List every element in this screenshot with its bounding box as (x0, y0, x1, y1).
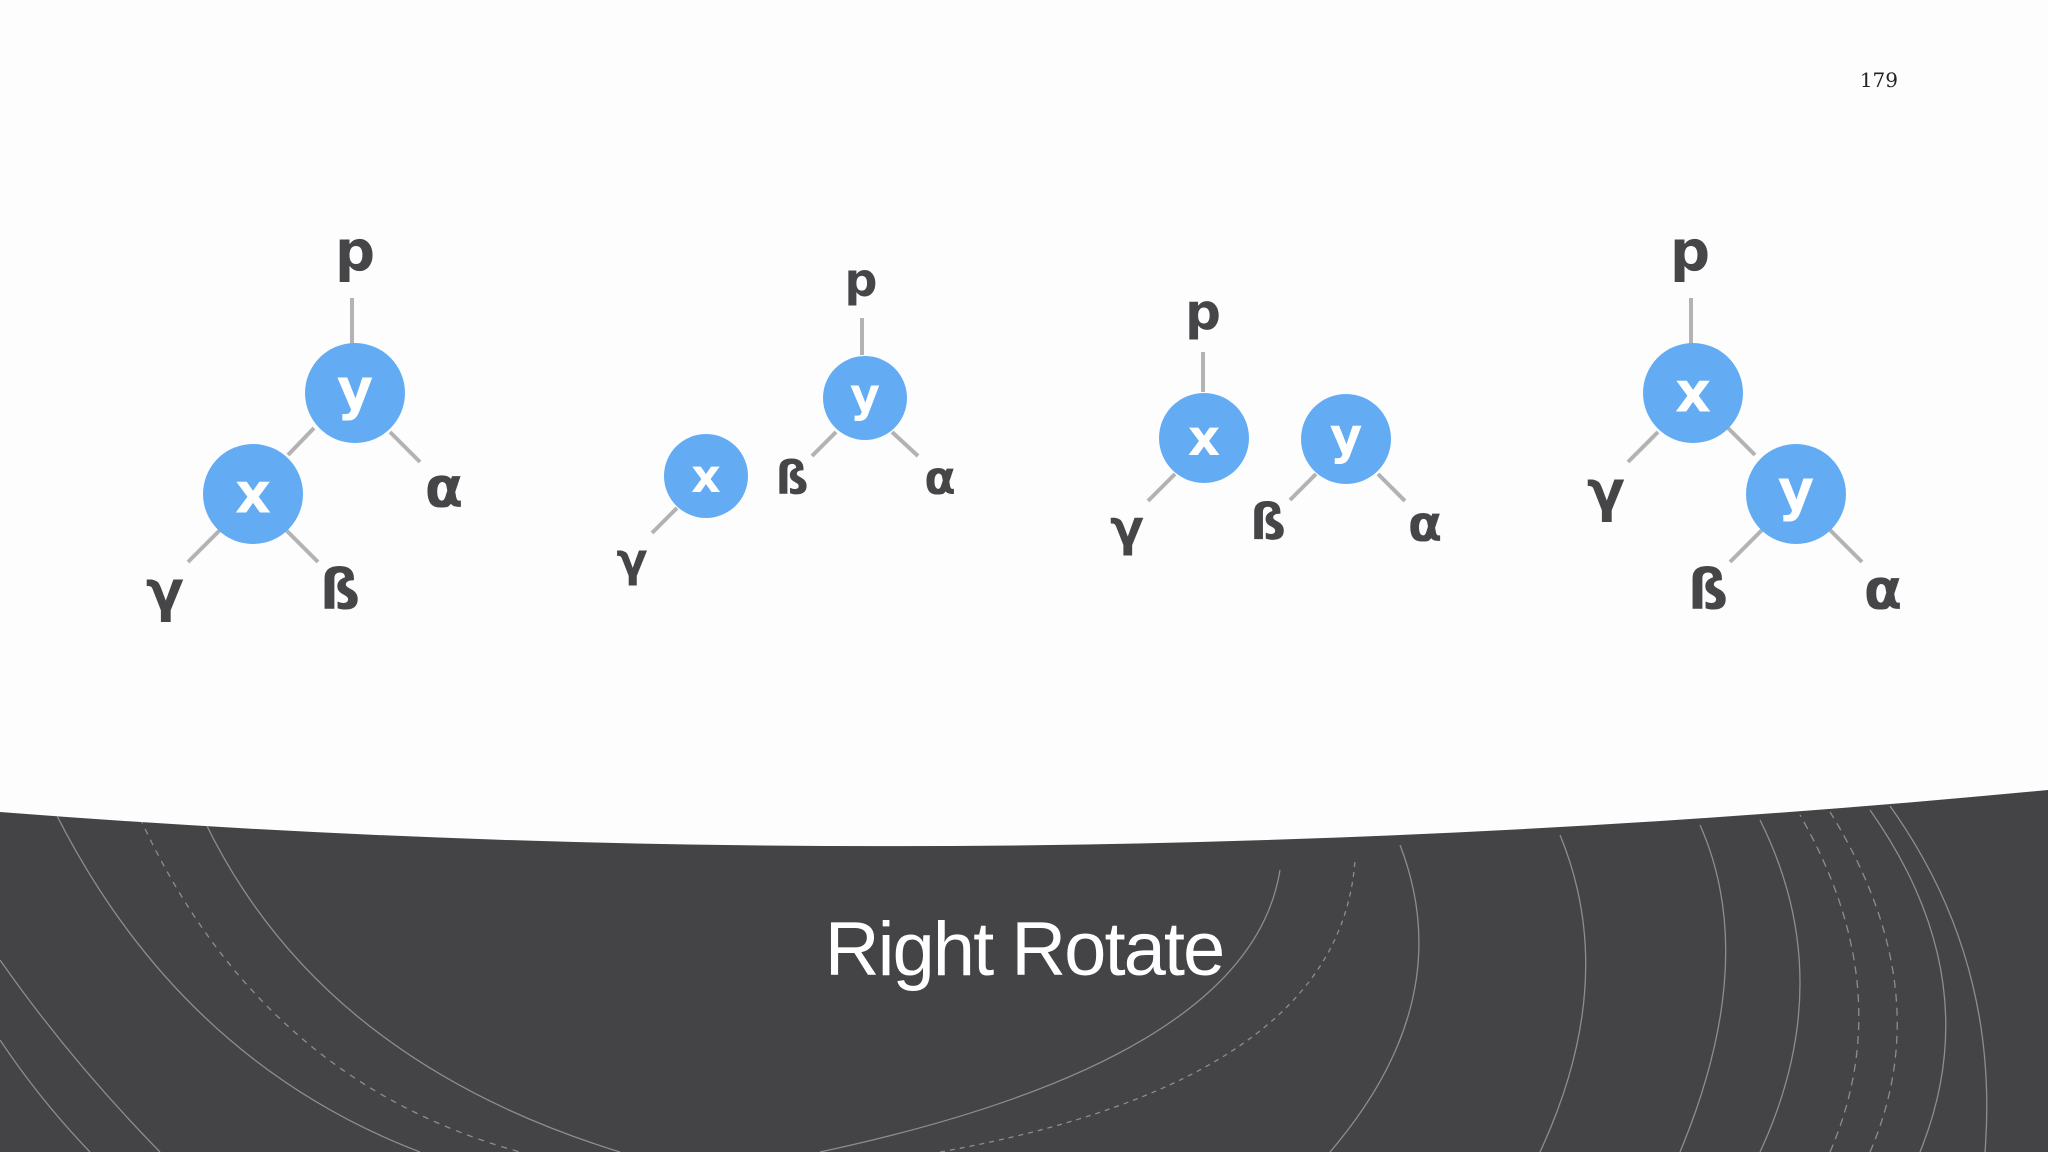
page-number: 179 (1859, 68, 1898, 92)
node-label: y (337, 358, 374, 423)
tree-node (1301, 394, 1391, 484)
edge (650, 506, 679, 535)
node-label: y (1330, 407, 1363, 465)
tree-step-detach: y x p ß α γ (616, 253, 955, 587)
slide-title: Right Rotate (824, 907, 1225, 992)
tree-node (203, 444, 303, 544)
variable-label: p (845, 253, 878, 307)
variable-label: p (1670, 220, 1710, 285)
tree-before-rotation: y x p α γ ß (146, 220, 463, 625)
variable-label: p (1185, 283, 1221, 341)
node-label: y (850, 368, 880, 422)
variable-label: α (1408, 495, 1442, 553)
edge (1288, 472, 1318, 502)
title-band-background (0, 790, 2048, 1152)
variable-label: γ (616, 533, 647, 587)
edge (388, 430, 422, 464)
edge (1146, 472, 1177, 503)
edge (1626, 430, 1660, 464)
variable-label: α (924, 451, 956, 505)
variable-label: α (425, 456, 463, 521)
variable-label: ß (1688, 558, 1728, 623)
edge (1726, 426, 1757, 457)
edge (186, 528, 222, 564)
edge (890, 430, 920, 458)
node-label: y (1778, 459, 1815, 524)
tree-node (305, 343, 405, 443)
tree-node (1159, 393, 1249, 483)
tree-step-reattach: x y p γ ß α (1110, 283, 1442, 557)
variable-label: γ (1110, 499, 1144, 557)
edge (1828, 528, 1864, 564)
tree-node (1643, 343, 1743, 443)
tree-after-rotation: x y p γ ß α (1587, 220, 1902, 623)
edge (284, 528, 320, 564)
edge (286, 426, 316, 457)
variable-label: γ (146, 560, 184, 625)
node-label: x (235, 462, 271, 527)
tree-node (823, 356, 907, 440)
node-label: x (1188, 409, 1220, 467)
variable-label: ß (775, 451, 808, 505)
node-label: x (1675, 361, 1711, 426)
edge (1376, 472, 1407, 503)
edge (810, 430, 838, 458)
edge (1728, 528, 1764, 564)
variable-label: ß (320, 558, 360, 623)
tree-node (664, 434, 748, 518)
decorative-arcs (0, 805, 1988, 1152)
tree-node (1746, 444, 1846, 544)
variable-label: α (1864, 558, 1902, 623)
node-label: x (691, 449, 721, 503)
variable-label: p (335, 220, 375, 285)
variable-label: ß (1250, 493, 1286, 551)
variable-label: γ (1587, 460, 1625, 525)
